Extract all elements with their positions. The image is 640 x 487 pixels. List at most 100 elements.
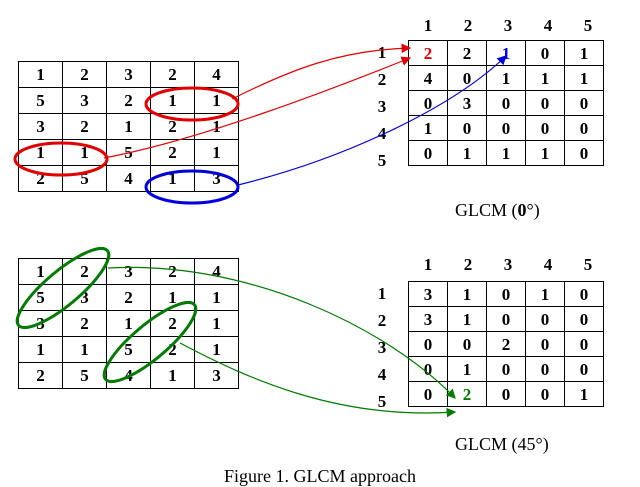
- glcm-0-cell: 0: [564, 90, 604, 116]
- image-matrix-bottom-cell: 2: [150, 258, 195, 285]
- figure-caption: Figure 1. GLCM approach: [224, 466, 416, 486]
- glcm-45-col-header-2: 2: [463, 255, 473, 274]
- glcm-45-cell: 0: [564, 281, 604, 307]
- image-matrix-top-cell: 2: [150, 61, 195, 88]
- glcm-45-cell: 0: [564, 356, 604, 382]
- glcm-0-cell: 2: [447, 40, 487, 66]
- glcm-45-cell: 0: [525, 306, 565, 332]
- image-matrix-bottom-cell: 2: [62, 310, 107, 337]
- glcm-45-row-header-2: 2: [377, 311, 387, 330]
- image-matrix-top-cell: 4: [106, 165, 151, 192]
- image-matrix-top-cell: 2: [62, 113, 107, 140]
- glcm-45-col-header-3: 3: [503, 255, 513, 274]
- image-matrix-bottom-cell: 1: [150, 284, 195, 311]
- image-matrix-bottom-cell: 3: [106, 258, 151, 285]
- glcm-0-row-header-2: 2: [377, 70, 387, 89]
- image-matrix-top-cell: 2: [150, 139, 195, 166]
- image-matrix-top-cell: 2: [106, 87, 151, 114]
- image-matrix-bottom-cell: 5: [18, 284, 63, 311]
- glcm-0-cell: 0: [447, 65, 487, 91]
- glcm-45-cell: 2: [486, 331, 526, 357]
- image-matrix-top-cell: 1: [62, 139, 107, 166]
- glcm-45-cell: 0: [486, 281, 526, 307]
- glcm-0-cell: 1: [564, 65, 604, 91]
- image-matrix-bottom-cell: 1: [194, 310, 239, 337]
- image-matrix-bottom-cell: 2: [62, 258, 107, 285]
- image-matrix-top-cell: 1: [106, 113, 151, 140]
- image-matrix-top-cell: 1: [150, 87, 195, 114]
- glcm-45-cell: 0: [525, 356, 565, 382]
- image-matrix-bottom-cell: 3: [62, 284, 107, 311]
- glcm-0-row-header-4: 4: [377, 124, 387, 143]
- glcm-0-cell: 4: [408, 65, 448, 91]
- glcm-0-col-header-1: 1: [423, 16, 433, 35]
- image-matrix-bottom-cell: 4: [194, 258, 239, 285]
- glcm-45-cell: 0: [486, 381, 526, 407]
- image-matrix-top-cell: 3: [62, 87, 107, 114]
- glcm-0-cell: 1: [564, 40, 604, 66]
- glcm-45-cell: 0: [408, 356, 448, 382]
- glcm-0-caption: GLCM (0°): [455, 200, 540, 220]
- glcm-45-cell: 1: [447, 281, 487, 307]
- glcm-45-row-header-4: 4: [377, 365, 387, 384]
- glcm-0-cell: 1: [525, 140, 565, 166]
- image-matrix-top-cell: 5: [62, 165, 107, 192]
- glcm-0-cell: 1: [525, 65, 565, 91]
- glcm-45-cell: 1: [447, 306, 487, 332]
- glcm-45-cell: 1: [564, 381, 604, 407]
- image-matrix-top-cell: 5: [18, 87, 63, 114]
- glcm-0-cell: 1: [486, 40, 526, 66]
- glcm-45-cell: 0: [486, 356, 526, 382]
- image-matrix-bottom-cell: 2: [150, 310, 195, 337]
- glcm-0-cell: 2: [408, 40, 448, 66]
- image-matrix-bottom-cell: 2: [106, 284, 151, 311]
- glcm-45-cell: 0: [525, 331, 565, 357]
- glcm-0-col-header-5: 5: [583, 16, 593, 35]
- glcm-0-row-header-5: 5: [377, 151, 387, 170]
- glcm-45-cell: 0: [525, 381, 565, 407]
- image-matrix-top-cell: 1: [194, 87, 239, 114]
- image-matrix-top-cell: 1: [18, 61, 63, 88]
- glcm-45-cell: 0: [564, 331, 604, 357]
- image-matrix-top-cell: 2: [62, 61, 107, 88]
- image-matrix-bottom-cell: 3: [18, 310, 63, 337]
- glcm-45-row-header-1: 1: [377, 284, 387, 303]
- glcm-45-col-header-5: 5: [583, 255, 593, 274]
- image-matrix-bottom-cell: 1: [18, 258, 63, 285]
- glcm-45-row-header-5: 5: [377, 392, 387, 411]
- glcm-0-cell: 0: [486, 115, 526, 141]
- glcm-0-col-header-4: 4: [543, 16, 553, 35]
- glcm-0-row-header-3: 3: [377, 97, 387, 116]
- image-matrix-bottom-cell: 1: [194, 284, 239, 311]
- image-matrix-bottom-cell: 4: [106, 362, 151, 389]
- image-matrix-top-cell: 4: [194, 61, 239, 88]
- glcm-45-cell: 1: [447, 356, 487, 382]
- image-matrix-top-cell: 3: [106, 61, 151, 88]
- glcm-0-cell: 1: [447, 140, 487, 166]
- image-matrix-bottom-cell: 2: [18, 362, 63, 389]
- glcm-45-cell: 1: [525, 281, 565, 307]
- glcm-0-cell: 0: [525, 90, 565, 116]
- glcm-0-cell: 0: [564, 115, 604, 141]
- glcm-0-cell: 0: [486, 90, 526, 116]
- image-matrix-top-cell: 2: [18, 165, 63, 192]
- image-matrix-top-cell: 2: [150, 113, 195, 140]
- glcm-0-cell: 0: [564, 140, 604, 166]
- glcm-45-cell: 3: [408, 281, 448, 307]
- glcm-45-cell: 0: [486, 306, 526, 332]
- image-matrix-top-cell: 1: [194, 113, 239, 140]
